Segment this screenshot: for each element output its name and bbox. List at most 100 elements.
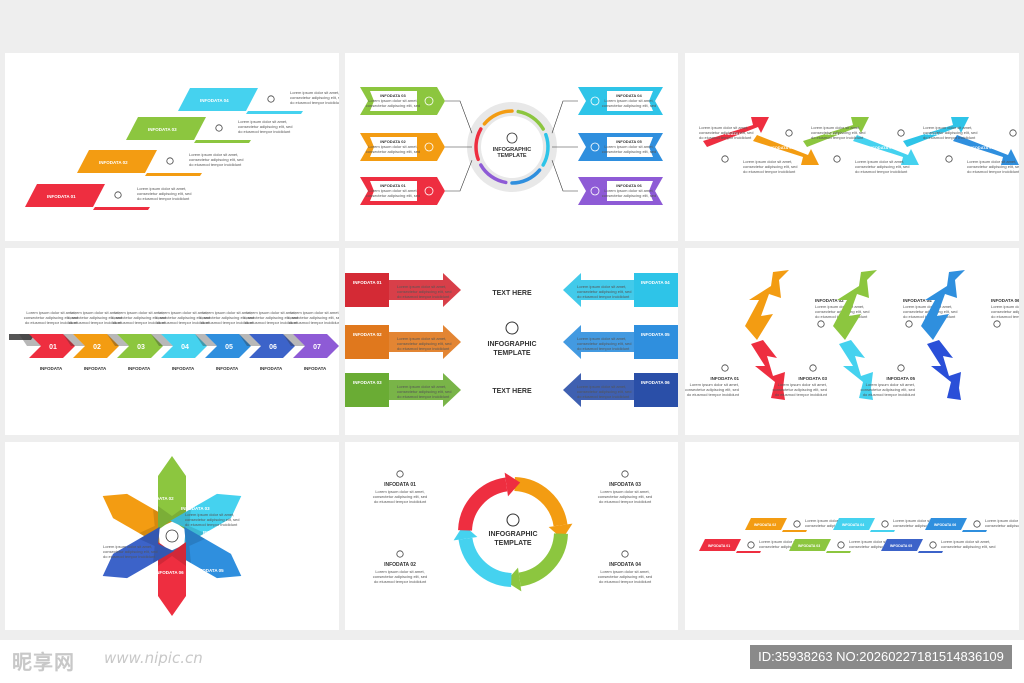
right-arrow-head [563, 273, 634, 307]
right-arrow-lorem: do eiusmod tempor incididunt [577, 346, 630, 351]
step-lorem: Lorem ipsum dolor sit amet, [246, 310, 295, 315]
left-chevron-icon [424, 96, 434, 106]
cycle-item-icon [621, 550, 629, 558]
cycle-item-icon [396, 550, 404, 558]
tag-bottom-lorem: consectetur adipiscing elit, sed [759, 544, 813, 549]
tag-bottom-label: INFODATA 05 [890, 544, 912, 548]
hub-ring-segment [510, 168, 542, 185]
bottom-lightning-icon [721, 364, 729, 372]
cycle-arrowhead [505, 567, 522, 592]
left-chevron-label: INFODATA 03 [380, 93, 406, 98]
star-arm-shade [139, 526, 174, 564]
cycle-segment [458, 537, 512, 587]
top-lorem: do eiusmod tempor incididunt [699, 135, 752, 140]
stair-lorem: do eiusmod tempor incididunt [137, 196, 190, 201]
hub-title: INFOGRAPHIC [493, 147, 532, 153]
step-label: INFODATA [216, 366, 239, 371]
top-lightning-icon [993, 320, 1001, 328]
center-subtitle: TEMPLATE [493, 350, 531, 357]
rising-arrow [803, 117, 869, 147]
step-shadow [283, 334, 305, 346]
left-chevron-lorem: consectetur adipiscing elit, sed [366, 103, 420, 108]
step-shadow [195, 334, 217, 346]
cycle-item-lorem: do eiusmod tempor incididunt [374, 579, 427, 584]
stair-lorem: consectetur adipiscing elit, sed [137, 191, 191, 196]
tag-bottom-label: INFODATA 03 [798, 544, 820, 548]
target-icon [505, 321, 519, 335]
stair-lorem: Lorem ipsum dolor sit amet, [189, 152, 238, 157]
step-number: 07 [313, 344, 321, 351]
cycle-arrowhead [504, 472, 521, 497]
top-lightning-label: INFODATA 06 [991, 298, 1019, 303]
star-arm-shape [158, 542, 186, 616]
stair-icon [114, 191, 122, 199]
bottom-lorem: Lorem ipsum dolor sit amet, [743, 159, 792, 164]
right-chevron-icon [590, 96, 600, 106]
stair-lorem: do eiusmod tempor incididunt [238, 129, 291, 134]
step-lorem: Lorem ipsum dolor sit amet, [26, 310, 75, 315]
tag-top-lorem: consectetur adipiscing elit, sed [805, 523, 859, 528]
bottom-lightning-lorem: Lorem ipsum dolor sit amet, [690, 382, 739, 387]
left-arrow-lorem: consectetur adipiscing elit, sed [397, 289, 451, 294]
bottom-lorem: do eiusmod tempor incididunt [743, 169, 796, 174]
arrow-label: INFODATA 06 [968, 145, 994, 150]
star-arm-label: INFODATA 05 [195, 568, 224, 573]
bottom-lightning-label: INFODATA 01 [710, 376, 739, 381]
top-lightning-lorem: do eiusmod tempor incididunt [991, 314, 1019, 319]
right-chevron-label: INFODATA 05 [616, 139, 642, 144]
step-shadow [19, 334, 41, 346]
left-chevron-inner [370, 181, 417, 201]
left-arrow-lorem: do eiusmod tempor incididunt [397, 346, 450, 351]
left-chevron-lorem: Lorem ipsum dolor sit amet, [368, 98, 417, 103]
left-chevron-label: INFODATA 02 [380, 139, 406, 144]
step-lorem: do eiusmod tempor incididunt [157, 320, 210, 325]
stair-lorem: Lorem ipsum dolor sit amet, [137, 186, 186, 191]
right-chevron-lorem: consectetur adipiscing elit, sed [602, 193, 656, 198]
hub-subtitle: TEMPLATE [497, 153, 527, 159]
stair-lorem: do eiusmod tempor incididunt [189, 162, 242, 167]
falling-arrow [853, 135, 919, 165]
right-chevron-lorem: Lorem ipsum dolor sit amet, [604, 188, 653, 193]
tag-top [925, 518, 967, 530]
stair-lorem: do eiusmod tempor incididunt [290, 100, 339, 105]
stair-bar [77, 150, 157, 173]
cycle-arrowhead-shape [505, 567, 522, 592]
top-lightning-lorem: Lorem ipsum dolor sit amet, [991, 304, 1019, 309]
tag-bottom-label: INFODATA 01 [708, 544, 730, 548]
step-lorem: do eiusmod tempor incididunt [201, 320, 254, 325]
lightning-up-arrow [921, 270, 965, 340]
right-arrow-lorem: consectetur adipiscing elit, sed [577, 389, 631, 394]
left-arrow-lorem: Lorem ipsum dolor sit amet, [397, 384, 446, 389]
tag-bottom [881, 539, 923, 551]
top-icon [1009, 129, 1017, 137]
star-lorem: do eiusmod tempor incididunt [103, 554, 156, 559]
right-arrow-lorem: do eiusmod tempor incididunt [577, 394, 630, 399]
bottom-lorem: do eiusmod tempor incididunt [855, 169, 908, 174]
stair-label: INFODATA 03 [148, 127, 177, 132]
step-shadow [239, 334, 261, 346]
bottom-lightning-lorem: consectetur adipiscing elit, sed [685, 387, 739, 392]
left-chevron-icon [424, 186, 434, 196]
bottom-lorem: consectetur adipiscing elit, sed [967, 164, 1019, 169]
tag-top-lorem: consectetur adipiscing elit, sed [893, 523, 947, 528]
top-lorem: consectetur adipiscing elit, sed [699, 130, 753, 135]
tag-top [833, 518, 875, 530]
cycle-item-lorem: Lorem ipsum dolor sit amet, [600, 489, 649, 494]
step-lorem: consectetur adipiscing elit, sed [244, 315, 298, 320]
left-arrow-label: INFODATA 02 [353, 332, 382, 337]
left-arrow-lorem: consectetur adipiscing elit, sed [397, 389, 451, 394]
left-arrow-tail [345, 325, 389, 359]
stair-underline [194, 140, 251, 143]
star-lorem: consectetur adipiscing elit, sed [185, 517, 239, 522]
step-shadow [107, 334, 129, 346]
star-lorem: do eiusmod tempor incididunt [185, 522, 238, 527]
tag-top-lorem: Lorem ipsum dolor sit amet, [805, 518, 854, 523]
watermark-logo: 昵享网 [12, 650, 75, 674]
bottom-lorem: do eiusmod tempor incididunt [967, 169, 1019, 174]
hub-ring-segment [541, 132, 550, 167]
right-arrow-head [563, 325, 634, 359]
tag-top-underline [782, 530, 807, 532]
